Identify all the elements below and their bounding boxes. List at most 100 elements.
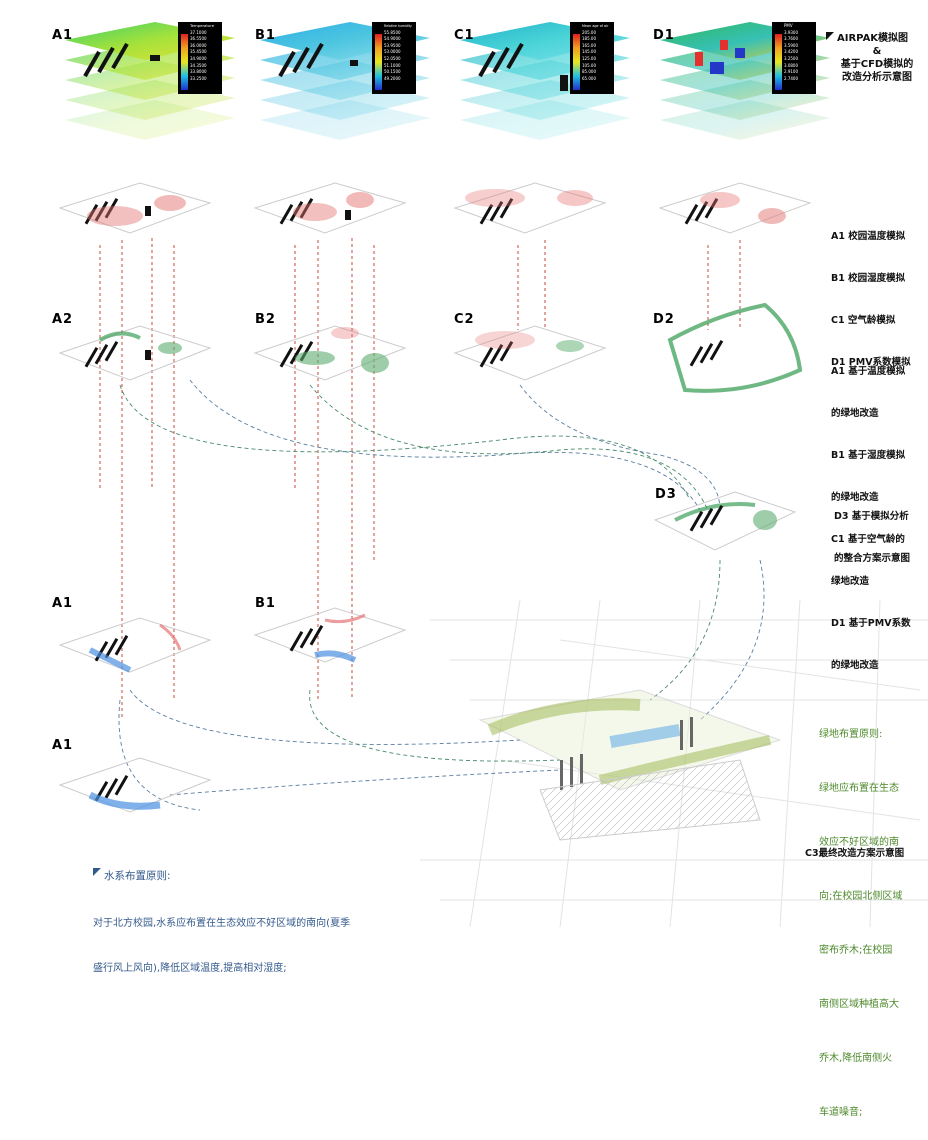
- colorbar-a-title: Temperature: [190, 23, 215, 28]
- colorbar-c-tick: 185.00: [582, 36, 596, 42]
- c3-caption: C3最终改造方案示意图: [805, 848, 905, 859]
- colorbar-c-tick: 145.00: [582, 49, 596, 55]
- colorbar-c-tick: 105.00: [582, 62, 596, 68]
- label-b1-top: B1: [255, 28, 276, 43]
- label-d2: D2: [653, 312, 675, 327]
- title-line-1: AIRPAK模拟图: [826, 32, 928, 45]
- sim-item: A1 校园温度模拟: [831, 231, 906, 242]
- green-line: 南侧区域种植高大: [819, 999, 899, 1010]
- green-line: 效应不好区域的南: [819, 837, 899, 848]
- sim-item: D1 PMV系数模拟: [831, 357, 911, 368]
- title-line-2: 基于CFD模拟的: [840, 59, 914, 70]
- simulation-stack-a: [65, 22, 235, 140]
- colorbar-a: Temperature 37.1000 36.5500 36.0000 35.4…: [190, 23, 222, 82]
- triangle-marker-icon: [93, 868, 101, 876]
- colorbar-a-tick: 36.0000: [190, 42, 207, 48]
- label-b2: B2: [255, 312, 276, 327]
- green-line: 车道噪音;: [819, 1107, 863, 1118]
- green-line: 绿地应布置在生态: [819, 783, 899, 794]
- label-water-a1: A1: [52, 596, 74, 611]
- colorbar-d-tick: 3.5900: [784, 42, 798, 48]
- d3-integrated-map: [653, 491, 797, 551]
- triangle-marker-icon: [826, 32, 834, 40]
- colorbar-c-tick: 65.000: [582, 75, 596, 81]
- colorbar-d-tick: 2.7400: [784, 75, 798, 81]
- water-principle-body: 对于北方校园,水系应布置在生态效应不好区域的南向(夏季 盛行风上风向),降低区域…: [93, 886, 350, 991]
- retrofit-item: A1 基于温度模拟: [831, 366, 906, 377]
- d3-description: D3 基于模拟分析 的整合方案示意图: [834, 482, 910, 580]
- colorbar-b-tick: 52.0500: [384, 55, 401, 61]
- colorbar-b-tick: 51.1000: [384, 62, 401, 68]
- label-a2: A2: [52, 312, 74, 327]
- colorbar-c-tick: 165.00: [582, 42, 596, 48]
- colorbar-b-tick: 53.0000: [384, 49, 401, 55]
- colorbar-c-tick: 205.00: [582, 29, 596, 35]
- colorbar-b-tick: 50.1500: [384, 69, 401, 75]
- green-line: 绿地布置原则:: [819, 729, 883, 740]
- green-layout-principle: 绿地布置原则: 绿地应布置在生态 效应不好区域的南 向;在校园北侧区域 密布乔木…: [819, 690, 902, 1140]
- colorbar-d-tick: 3.7600: [784, 36, 798, 42]
- title-block: AIRPAK模拟图 & 基于CFD模拟的 改造分析示意图: [826, 32, 928, 84]
- label-d1-top: D1: [653, 28, 675, 43]
- sim-item: B1 校园湿度模拟: [831, 273, 906, 284]
- simulation-stack-c: [460, 22, 630, 140]
- retrofit-list: A1 基于温度模拟 的绿地改造 B1 基于湿度模拟 的绿地改造 C1 基于空气龄…: [831, 337, 911, 687]
- colorbar-d-tick: 3.2500: [784, 55, 798, 61]
- green-line: 密布乔木;在校园: [819, 945, 893, 956]
- title-line-3: 改造分析示意图: [842, 72, 912, 83]
- colorbar-a-tick: 33.2500: [190, 75, 207, 81]
- title-amp: &: [872, 46, 882, 57]
- colorbar-b-title: Relative humidity: [384, 24, 412, 28]
- colorbar-b: Relative humidity 55.8500 54.9000 53.950…: [384, 23, 416, 82]
- colorbar-d-title: PMV: [784, 23, 793, 28]
- retrofit-item: 的绿地改造: [831, 492, 879, 503]
- label-c1-top: C1: [454, 28, 475, 43]
- water-line: 盛行风上风向),降低区域温度,提高相对湿度;: [93, 963, 287, 974]
- colorbar-b-tick: 55.8500: [384, 29, 401, 35]
- colorbar-a-tick: 34.9000: [190, 55, 207, 61]
- red-dashed-connectors: [99, 238, 741, 720]
- campus-maps-row-1: [58, 182, 812, 234]
- colorbar-a-tick: 35.4500: [190, 49, 207, 55]
- d3-line: D3 基于模拟分析: [834, 511, 909, 522]
- green-line: 向;在校园北侧区域: [819, 891, 903, 902]
- colorbar-a-tick: 37.1000: [190, 29, 207, 35]
- colorbar-d: PMV 3.9300 3.7600 3.5900 3.4200 3.2500 3…: [784, 23, 816, 82]
- colorbar-b-tick: 53.9500: [384, 42, 401, 48]
- colorbar-d-tick: 3.4200: [784, 49, 798, 55]
- retrofit-item: C1 基于空气龄的: [831, 534, 905, 545]
- label-c2: C2: [454, 312, 475, 327]
- colorbar-a-tick: 34.3500: [190, 62, 207, 68]
- colorbar-d-tick: 3.0800: [784, 62, 798, 68]
- label-d3: D3: [655, 487, 677, 502]
- simulation-stack-b: [260, 22, 430, 140]
- colorbar-d-tick: 3.9300: [784, 29, 798, 35]
- colorbar-a-tick: 36.5500: [190, 36, 207, 42]
- simulation-stack-d: [660, 22, 830, 140]
- sim-item: C1 空气龄模拟: [831, 315, 896, 326]
- retrofit-item: B1 基于湿度模拟: [831, 450, 906, 461]
- water-maps: [58, 607, 407, 813]
- colorbar-c-tick: 125.00: [582, 55, 596, 61]
- water-title-text: 水系布置原则:: [104, 870, 171, 882]
- diagram-canvas: [58, 22, 928, 927]
- label-a1-top: A1: [52, 28, 74, 43]
- colorbar-b-tick: 54.9000: [384, 36, 401, 42]
- water-line: 对于北方校园,水系应布置在生态效应不好区域的南向(夏季: [93, 918, 351, 929]
- green-line: 乔木,降低南侧火: [819, 1053, 893, 1064]
- colorbar-c-tick: 85.000: [582, 69, 596, 75]
- retrofit-item: 的绿地改造: [831, 408, 879, 419]
- retrofit-item: 的绿地改造: [831, 660, 879, 671]
- campus-maps-row-2: [58, 302, 803, 393]
- simulation-list: A1 校园温度模拟 B1 校园湿度模拟 C1 空气龄模拟 D1 PMV系数模拟: [831, 202, 911, 384]
- colorbar-b-tick: 49.2000: [384, 75, 401, 81]
- colorbar-a-tick: 33.8000: [190, 69, 207, 75]
- water-principle-title: 水系布置原则:: [93, 868, 171, 883]
- colorbar-d-tick: 2.9100: [784, 69, 798, 75]
- label-water-a1-bottom: A1: [52, 738, 74, 753]
- colorbar-c: Mean age of air 205.00 185.00 165.00 145…: [582, 23, 614, 82]
- label-water-b1: B1: [255, 596, 276, 611]
- retrofit-item: 绿地改造: [831, 576, 870, 587]
- colorbar-c-title: Mean age of air: [582, 24, 609, 28]
- curved-connectors: [118, 379, 765, 811]
